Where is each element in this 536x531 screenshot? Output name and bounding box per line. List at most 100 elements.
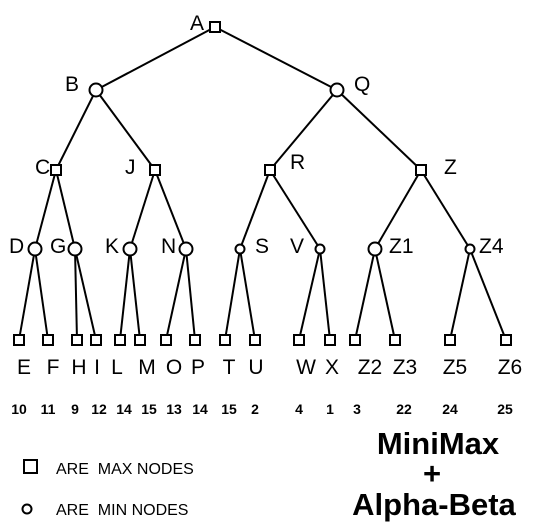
legend: ARE MAX NODES ARE MIN NODES [21, 459, 194, 519]
label-z3: Z3 [393, 356, 418, 379]
node-z4-min [464, 243, 476, 255]
label-i: I [94, 356, 100, 379]
node-g-min [67, 241, 83, 257]
node-d-min [27, 241, 43, 257]
value-h: 9 [71, 401, 79, 417]
label-c: C [35, 156, 50, 179]
label-w: W [296, 356, 316, 379]
max-node-legend-icon [23, 459, 38, 474]
value-t: 15 [221, 401, 237, 417]
value-x: 1 [326, 401, 334, 417]
label-n: N [161, 235, 176, 258]
edge-z4-z5 [449, 248, 471, 341]
label-e: E [17, 356, 31, 379]
value-i: 12 [91, 401, 107, 417]
edge-a-b [95, 26, 216, 91]
node-b-min [88, 82, 104, 98]
node-z2-max [349, 334, 361, 346]
value-m: 15 [141, 401, 157, 417]
node-e-max [13, 334, 25, 346]
value-o: 13 [166, 401, 182, 417]
edge-c-d [34, 169, 57, 250]
label-s: S [255, 235, 269, 258]
edge-c-g [55, 169, 76, 250]
title-minimax: MiniMax [377, 426, 500, 461]
label-u: U [248, 356, 263, 379]
value-f: 11 [41, 401, 56, 417]
node-q-min [329, 82, 345, 98]
node-l-max [114, 334, 126, 346]
label-b: B [65, 73, 79, 96]
node-z1-min [367, 241, 383, 257]
node-z-max [415, 164, 427, 176]
edge-j-n [154, 169, 187, 250]
value-z5: 24 [442, 401, 458, 417]
node-z5-max [444, 334, 456, 346]
node-f-max [42, 334, 54, 346]
value-l: 14 [116, 401, 132, 417]
label-h: H [71, 356, 86, 379]
node-a-max [209, 21, 221, 33]
node-z6-max [500, 334, 512, 346]
edge-v-x [319, 248, 331, 341]
label-p: P [191, 356, 205, 379]
value-p: 14 [192, 401, 208, 417]
edge-k-m [129, 248, 141, 341]
node-n-min [178, 241, 194, 257]
edge-n-o [165, 248, 187, 341]
tree-edges [18, 26, 507, 341]
node-t-max [219, 334, 231, 346]
value-e: 10 [11, 401, 27, 417]
edge-j-k [129, 169, 156, 250]
label-z6: Z6 [498, 356, 523, 379]
edge-q-z [336, 89, 422, 171]
min-node-legend-icon [21, 503, 33, 515]
node-s-min [234, 243, 246, 255]
label-z1: Z1 [389, 235, 414, 258]
value-z6: 25 [497, 401, 513, 417]
edge-b-j [95, 89, 156, 171]
edge-z1-z2 [354, 248, 376, 341]
edge-b-c [55, 89, 97, 171]
edge-n-p [185, 248, 196, 341]
label-z4: Z4 [479, 235, 504, 258]
node-h-max [71, 334, 83, 346]
label-a: A [190, 12, 204, 35]
node-w-max [293, 334, 305, 346]
node-v-min [314, 243, 326, 255]
label-o: O [166, 356, 182, 379]
label-m: M [138, 356, 156, 379]
node-p-max [189, 334, 201, 346]
edge-z1-z3 [374, 248, 396, 341]
node-z3-max [389, 334, 401, 346]
edge-s-t [224, 248, 241, 341]
node-r-max [264, 164, 276, 176]
label-f: F [47, 356, 60, 379]
label-t: T [223, 356, 236, 379]
edge-d-f [34, 248, 49, 341]
node-u-max [249, 334, 261, 346]
label-x: X [325, 356, 339, 379]
title-alpha-beta: Alpha-Beta [352, 487, 516, 522]
value-u: 2 [251, 401, 259, 417]
min-node-legend-text: ARE MIN NODES [56, 502, 188, 519]
label-z2: Z2 [358, 356, 383, 379]
node-i-max [90, 334, 102, 346]
label-q: Q [354, 73, 370, 96]
tree-nodes [13, 21, 512, 346]
edge-z-z1 [374, 169, 422, 250]
label-r: R [290, 151, 305, 174]
label-z: Z [444, 156, 457, 179]
title-plus: + [423, 456, 441, 491]
edge-d-e [18, 248, 36, 341]
edge-k-l [119, 248, 131, 341]
edge-s-u [239, 248, 256, 341]
node-c-max [50, 164, 62, 176]
diagram-title: MiniMax + Alpha-Beta [352, 426, 516, 522]
edge-g-i [74, 248, 97, 341]
node-m-max [134, 334, 146, 346]
node-x-max [324, 334, 336, 346]
node-j-max [149, 164, 161, 176]
